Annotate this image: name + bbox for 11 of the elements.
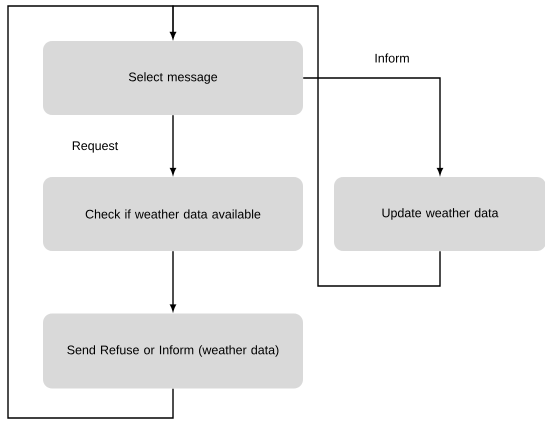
edge-label: Inform [373,52,411,64]
arrow [170,115,176,175]
edge-label: Request [70,140,120,154]
process-box: Select message [43,41,303,115]
arrow [7,5,176,419]
arrow [170,251,176,312]
process-box: Check if weather data available [43,177,303,251]
arrow [170,5,441,287]
arrow [303,77,443,175]
process-box: Update weather data [334,177,545,251]
process-box: Send Refuse or Inform (weather data) [43,314,303,388]
